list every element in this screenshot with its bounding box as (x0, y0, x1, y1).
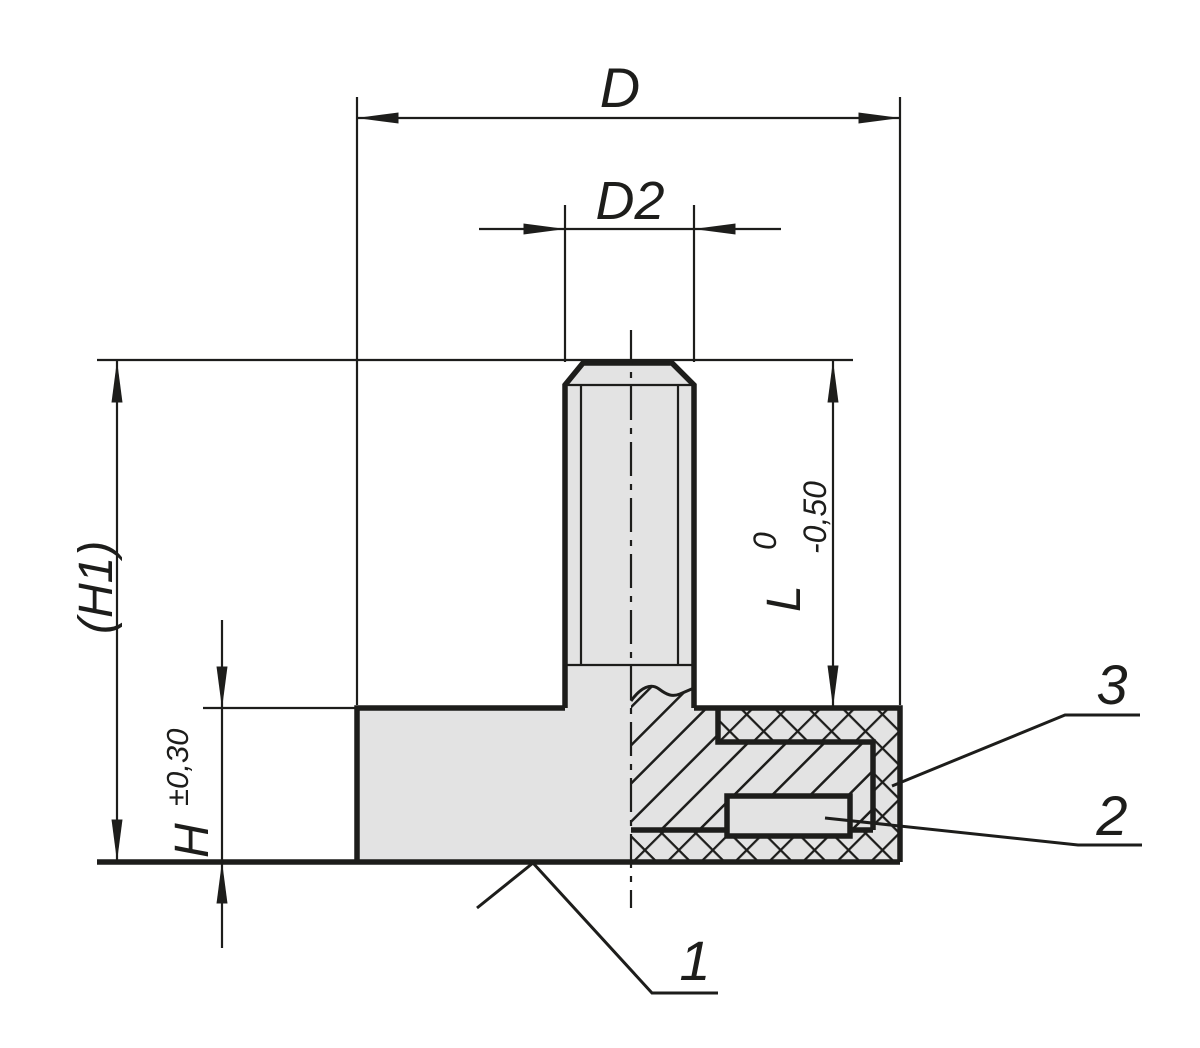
dim-d-extension-lines (355, 97, 902, 705)
callout-1-leader (476, 860, 718, 995)
callout-3: 3 (891, 653, 1140, 788)
dimension-h: H±0,30 (160, 620, 357, 948)
dim-h-label: H±0,30 (160, 729, 219, 858)
threaded-stud-body (565, 363, 694, 708)
stud-outline (562, 360, 697, 708)
dimension-d2: D2 (479, 171, 781, 362)
dim-l-tolerance-lower: -0,50 (797, 481, 833, 554)
callout-1-label: 1 (679, 929, 710, 992)
callout-2: 2 (824, 784, 1142, 847)
callout-2-label: 2 (1095, 784, 1127, 847)
callout-3-leader (891, 713, 1140, 788)
thread-lines (565, 383, 694, 667)
dimension-l: L0-0,50 (747, 360, 839, 708)
callout-3-label: 3 (1096, 653, 1127, 716)
magnet-section (727, 796, 850, 836)
dimension-d: D (355, 56, 902, 705)
callout-1: 1 (476, 860, 718, 995)
dim-d-label: D (600, 56, 640, 119)
pad-body-outside-view (357, 708, 631, 862)
dim-l-label: L0-0,50 (747, 481, 833, 612)
dim-d2-label: D2 (595, 171, 664, 231)
dimension-h1: (H1) (70, 360, 123, 862)
break-line (629, 684, 695, 702)
callout-2-leader (824, 816, 1142, 847)
dim-h-tolerance: ±0,30 (160, 729, 195, 806)
part-sectional-view (97, 330, 903, 908)
rubber-section-crosshatching (631, 708, 900, 862)
dim-l-tolerance-upper: 0 (747, 532, 783, 550)
magnet-outline (724, 793, 853, 839)
dim-h1-label: (H1) (70, 541, 123, 634)
rubber-inner-outline (631, 708, 876, 833)
